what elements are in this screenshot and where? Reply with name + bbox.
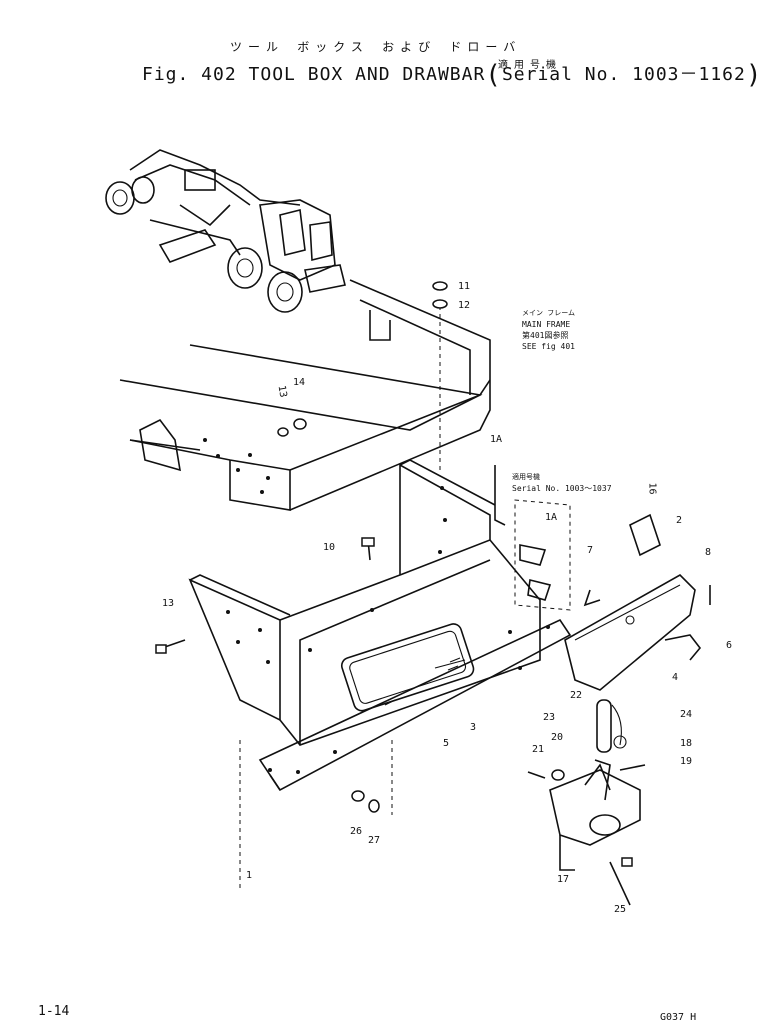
part-number-label: 12 [458, 300, 471, 311]
part-number-label: 2 [676, 515, 683, 526]
reference-label: SEE fig 401 [522, 342, 575, 351]
part-number-label: 27 [368, 835, 381, 846]
part-number-label: 6 [726, 640, 733, 651]
drawing-code: G037 H [660, 1012, 697, 1023]
part-number-label: 1 [246, 870, 253, 881]
page-title: Fig. 402 TOOL BOX AND DRAWBAR(Serial No.… [142, 60, 763, 90]
main-frame-label-jp: メイン フレーム [522, 309, 576, 317]
tool-box-lid [564, 574, 702, 691]
serial-range-note: 適用号機 Serial No. 1003～1037 [512, 472, 612, 494]
paren-close: ) [745, 60, 763, 90]
part-number-label: 5 [443, 738, 450, 749]
part-number-label: 14 [293, 377, 306, 388]
part-number-label: 16 [646, 482, 658, 495]
page-number: 1-14 [38, 1004, 70, 1019]
part-number-label: 3 [470, 722, 477, 733]
figure-number: Fig. 402 [142, 64, 237, 85]
drawbar-hitch [351, 699, 646, 906]
part-number-label: 1A [545, 512, 558, 523]
main-frame [119, 279, 491, 511]
part-number-label: 10 [323, 542, 336, 553]
part-number-label: 1A [490, 434, 503, 445]
part-number-label: 13 [275, 384, 289, 399]
serial-japanese: 適用号機 [498, 60, 562, 71]
motor-grader-illustration [105, 149, 346, 313]
part-number-label: 17 [557, 874, 570, 885]
serial-note-jp: 適用号機 [512, 473, 540, 481]
part-number-label: 25 [614, 904, 627, 915]
part-number-label: 13 [162, 598, 175, 609]
part-number-label: 11 [458, 281, 471, 292]
part-number-label: 21 [532, 744, 545, 755]
part-number-label: 4 [672, 672, 679, 683]
part-number-label: 18 [680, 738, 693, 749]
part-number-label: 26 [350, 826, 363, 837]
serial-note: Serial No. 1003～1037 [512, 484, 612, 493]
serial-range: Serial No. 1003－1162 [501, 64, 746, 85]
tool-box [188, 300, 572, 890]
part-number-label: 8 [705, 547, 712, 558]
part-number-label: 20 [551, 732, 564, 743]
title-japanese: ツール ボックス および ドローバ [230, 40, 522, 54]
figure-title: TOOL BOX AND DRAWBAR [248, 64, 486, 85]
paren-open: ( [485, 60, 502, 90]
part-number-label: 23 [543, 712, 556, 723]
part-number-label: 22 [570, 690, 583, 701]
main-frame-label: MAIN FRAME [522, 320, 571, 329]
part-number-label: 24 [680, 709, 693, 720]
hardware-parts [155, 281, 711, 654]
part-number-label: 7 [587, 545, 594, 556]
reference-label-jp: 第401図参照 [522, 331, 569, 340]
part-number-label: 19 [680, 756, 693, 767]
main-frame-note: メイン フレーム MAIN FRAME 第401図参照 SEE fig 401 [522, 308, 575, 352]
